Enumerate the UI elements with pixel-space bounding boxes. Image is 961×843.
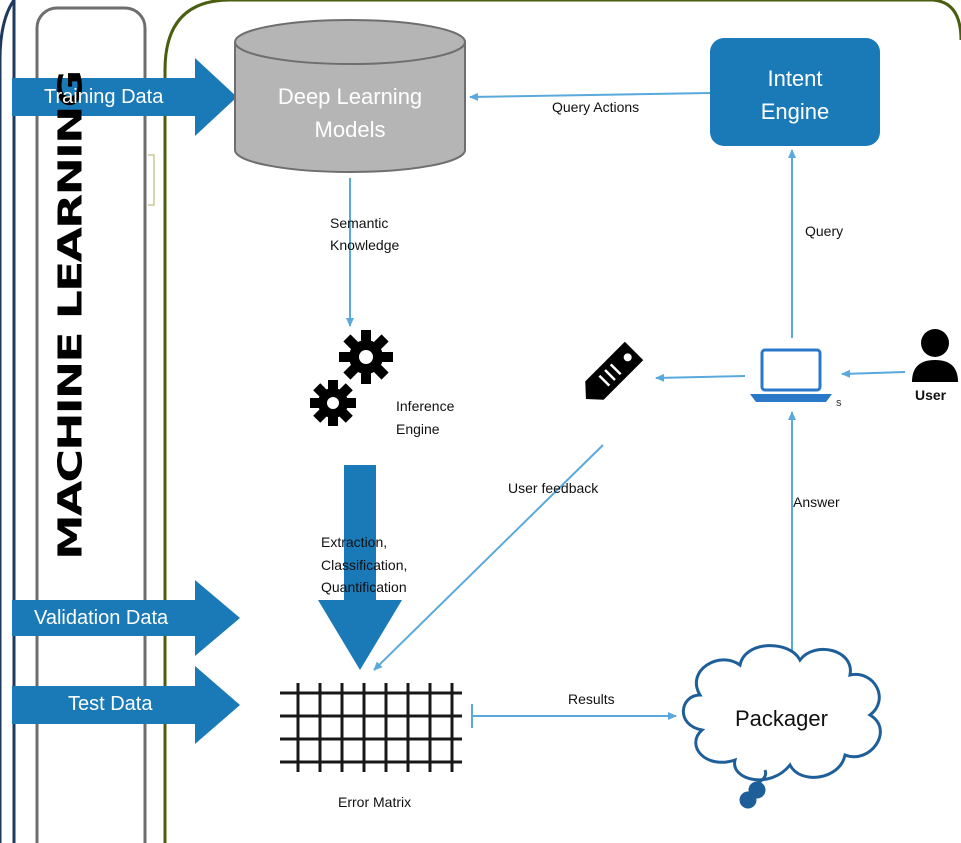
extraction-label-line2: Classification, [321, 557, 408, 573]
outer-frame-line [0, 0, 16, 843]
laptop-to-tag-arrow [655, 373, 746, 382]
intent-engine-box [710, 38, 880, 146]
extraction-label-line1: Extraction, [321, 534, 388, 550]
semantic-label-line1: Semantic [330, 215, 389, 231]
test-data-label: Test Data [68, 693, 153, 715]
test-data-arrow [12, 666, 240, 744]
training-data-label: Training Data [44, 86, 164, 108]
user-feedback-label: User feedback [508, 480, 599, 496]
feedback-tag-icon [585, 341, 644, 400]
user-label: User [915, 387, 947, 403]
inference-down-arrow [318, 465, 402, 670]
intent-label-line2: Engine [760, 99, 830, 124]
models-label-line2: Models [314, 117, 386, 142]
extraction-label-line3: Quantification [321, 579, 407, 595]
deep-learning-models-db [234, 19, 466, 173]
validation-data-label: Validation Data [34, 607, 169, 629]
svg-text:s: s [836, 397, 842, 409]
machine-learning-title: MACHINE LEARNING [51, 72, 90, 560]
query-actions-arrow [469, 92, 711, 101]
left-edge [0, 0, 14, 843]
user-to-laptop-arrow [841, 369, 906, 378]
laptop-icon [750, 348, 832, 402]
user-feedback-arrow [373, 444, 604, 671]
query-label: Query [805, 223, 844, 239]
semantic-label-line2: Knowledge [330, 237, 400, 253]
inference-label-line2: Engine [396, 421, 440, 437]
models-label-line1: Deep Learning [277, 84, 423, 109]
results-label: Results [568, 691, 615, 707]
error-matrix-icon [280, 683, 462, 772]
error-matrix-label: Error Matrix [338, 794, 412, 810]
main-container-border [163, 0, 961, 843]
packager-cloud [681, 644, 882, 809]
answer-label: Answer [793, 494, 840, 510]
packager-label: Packager [735, 706, 828, 731]
inference-gears-icon [310, 330, 393, 426]
training-data-arrow [12, 58, 237, 136]
intent-label-line1: Intent [767, 66, 823, 91]
query-actions-label: Query Actions [552, 99, 640, 115]
validation-data-arrow [12, 580, 240, 656]
user-icon [912, 329, 958, 382]
bracket-mark [148, 154, 155, 206]
inference-label-line1: Inference [396, 398, 455, 414]
